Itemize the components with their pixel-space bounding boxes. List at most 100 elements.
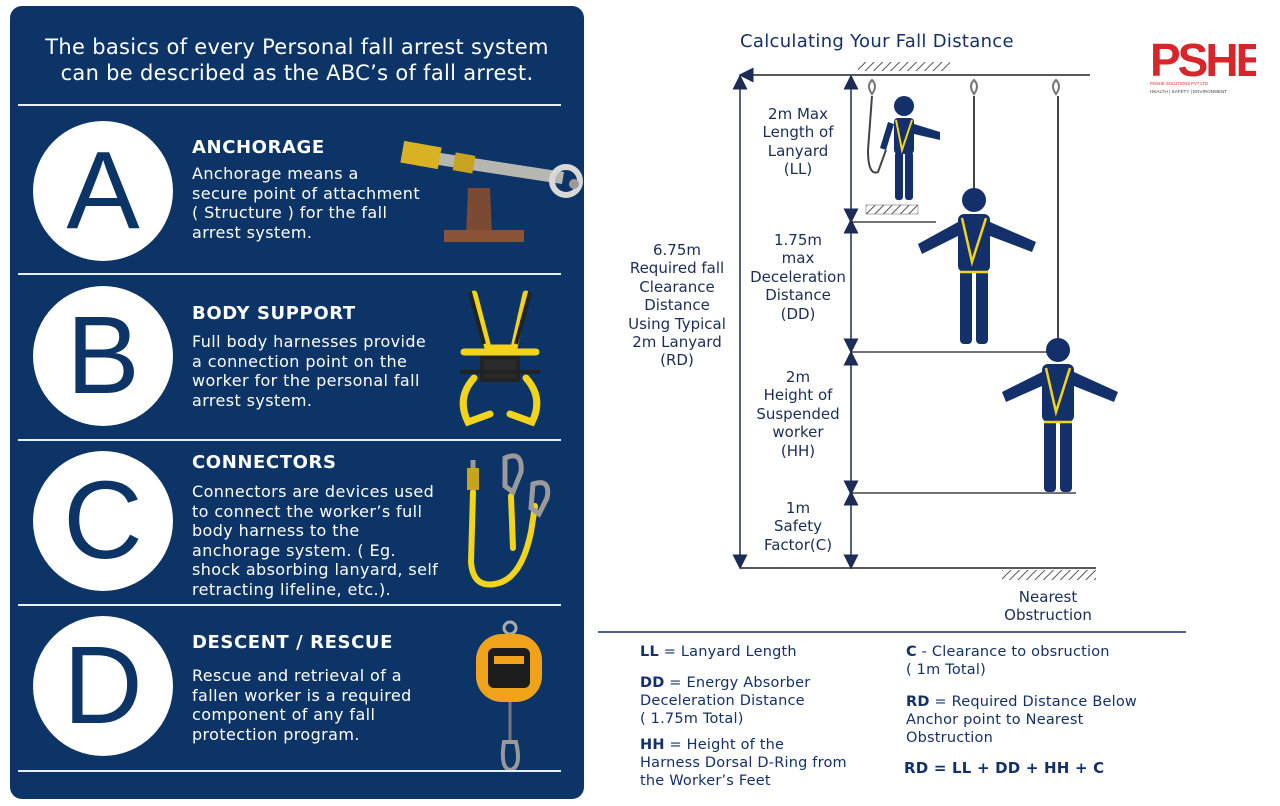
self-retracting-lifeline-image (476, 620, 542, 773)
legend-c: C - Clearance to obsruction ( 1m Total) (906, 644, 1110, 680)
legend-text: ( 1m Total) (906, 661, 986, 678)
worker-falling-figure (918, 188, 1036, 344)
hh-label: 2m Height of Suspended worker (HH) (748, 368, 848, 460)
body-line: Connectors are devices used (192, 482, 435, 501)
letter-a-circle: A (33, 121, 173, 261)
label-line: Clearance (639, 277, 715, 296)
legend-abbr: RD (906, 694, 930, 710)
body-line: protection program. (192, 724, 360, 744)
label-line: 2m (785, 368, 811, 386)
body-line: body harness to the (192, 521, 360, 540)
label-line: Obstruction (1004, 606, 1092, 625)
body-line: fallen worker is a required (192, 685, 412, 705)
logo-tagline: HEALTH | SAFETY | ENVIRONMENT (1150, 89, 1227, 94)
section-divider (18, 273, 561, 275)
body-line: shock absorbing lanyard, self (192, 560, 439, 579)
legend-abbr: DD (640, 675, 665, 691)
label-line: 2m Max (768, 105, 828, 123)
section-divider (18, 770, 561, 772)
label-line: (DD) (780, 304, 816, 323)
legend-abbr: HH (640, 737, 665, 753)
legend-ll: LL = Lanyard Length (640, 644, 797, 662)
body-line: worker for the personal fall (192, 371, 420, 390)
legend-text: - Clearance to obsruction (921, 644, 1110, 660)
body-line: secure point of attachment (192, 183, 421, 203)
section-title-body-support: BODY SUPPORT (192, 303, 356, 324)
letter-b-circle: B (33, 286, 173, 426)
rd-label: 6.75m Required fall Clearance Distance U… (616, 241, 738, 370)
section-divider (18, 439, 561, 441)
label-line: 2m Lanyard (632, 333, 722, 352)
label-line: Safety (774, 517, 822, 536)
legend-text: Anchor point to Nearest (906, 711, 1084, 728)
body-line: anchorage system. ( Eg. (192, 540, 397, 560)
rd-formula: RD = LL + DD + HH + C (904, 759, 1105, 777)
label-line: Factor(C) (763, 535, 833, 554)
label-line: Required fall (629, 259, 725, 278)
label-line: 1m (785, 499, 811, 517)
label-line: Distance (644, 296, 710, 315)
worker-standing-figure (880, 96, 940, 200)
label-line: 6.75m (652, 241, 701, 259)
worker-suspended-figure (1002, 338, 1118, 492)
obstruction-label: Nearest Obstruction (992, 588, 1104, 625)
harness-image (459, 290, 541, 427)
intro-line-1: The basics of every Personal fall arrest… (45, 35, 549, 59)
label-line: worker (772, 423, 824, 442)
lanyard-image (467, 453, 551, 588)
legend-hh: HH = Height of the Harness Dorsal D-Ring… (640, 737, 847, 790)
body-line: component of any fall (192, 705, 376, 724)
anchor-hatch (858, 62, 950, 71)
label-line: 1.75m (773, 231, 822, 249)
body-line: retracting lifeline, etc.). (192, 579, 392, 599)
section-title-descent-rescue: DESCENT / RESCUE (192, 632, 393, 653)
ll-label: 2m Max Length of Lanyard (LL) (748, 105, 848, 179)
label-line: max (781, 249, 815, 268)
label-line: Height of (763, 386, 833, 405)
abc-panel: The basics of every Personal fall arrest… (10, 6, 584, 799)
intro-text: The basics of every Personal fall arrest… (10, 34, 584, 86)
section-body-descent-rescue: Rescue and retrieval of a fallen worker … (192, 666, 412, 744)
label-line: Using Typical (628, 314, 726, 333)
poshe-logo: PSHE POSHE SOLUTIONS PVT LTD HEALTH | SA… (1150, 34, 1256, 94)
section-body-connectors: Connectors are devices used to connect t… (192, 482, 438, 599)
legend-abbr: C (906, 644, 917, 660)
logo-mark: PSHE (1150, 34, 1256, 86)
body-line: arrest system. (192, 222, 313, 242)
diagram-title: Calculating Your Fall Distance (740, 31, 1014, 52)
body-line: a connection point on the (192, 351, 408, 371)
legend-abbr: LL (640, 644, 659, 660)
fall-distance-diagram: Calculating Your Fall Distance (596, 0, 1280, 806)
legend-text: = Height of the (669, 737, 785, 753)
logo-company: POSHE SOLUTIONS PVT LTD (1150, 81, 1208, 86)
letter-d-circle: D (33, 616, 173, 756)
intro-line-2: can be described as the ABC’s of fall ar… (60, 61, 534, 85)
section-title-connectors: CONNECTORS (192, 452, 337, 473)
label-line: (HH) (780, 441, 816, 460)
section-body-anchorage: Anchorage means a secure point of attach… (192, 164, 420, 242)
legend-text: = Energy Absorber (669, 675, 811, 691)
label-line: Length of (762, 123, 834, 142)
body-line: Anchorage means a (192, 164, 359, 183)
section-divider (18, 604, 561, 606)
body-line: ( Structure ) for the fall (192, 203, 388, 222)
body-line: Full body harnesses provide (192, 332, 427, 351)
label-line: Deceleration (750, 267, 846, 286)
label-line: (LL) (783, 160, 813, 179)
body-line: Rescue and retrieval of a (192, 666, 402, 685)
legend-text: Obstruction (906, 729, 993, 746)
label-line: (RD) (660, 351, 694, 370)
label-line: Distance (765, 286, 831, 305)
body-line: arrest system. (192, 390, 313, 410)
section-body-body-support: Full body harnesses provide a connection… (192, 332, 426, 410)
legend-text: = Required Distance Below (934, 694, 1137, 710)
legend-text: = Lanyard Length (663, 644, 797, 660)
c-label: 1m Safety Factor(C) (748, 499, 848, 554)
section-divider (18, 104, 561, 106)
legend-dd: DD = Energy Absorber Deceleration Distan… (640, 675, 810, 728)
label-line: Suspended (756, 404, 840, 423)
legend-rd: RD = Required Distance Below Anchor poin… (906, 694, 1137, 747)
body-line: to connect the worker’s full (192, 501, 423, 521)
legend-text: ( 1.75m Total) (640, 710, 744, 727)
obstruction-hatch (1002, 570, 1096, 580)
